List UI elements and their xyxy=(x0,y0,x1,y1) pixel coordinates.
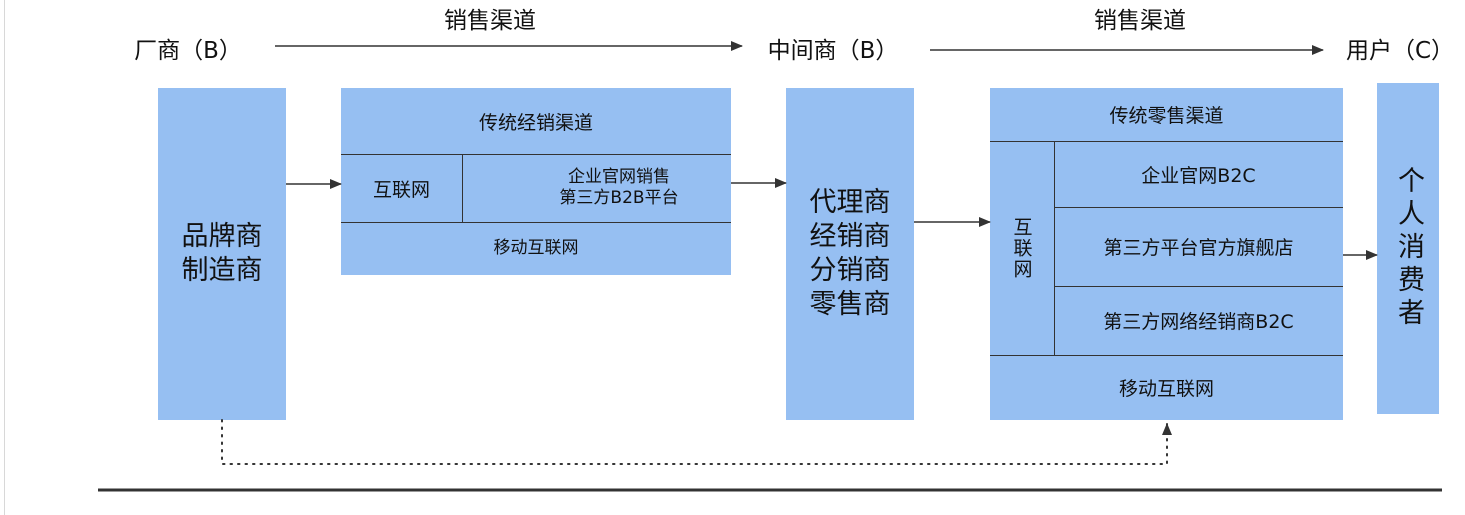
divider xyxy=(1054,141,1055,355)
brand-line: 品牌商 xyxy=(181,221,263,252)
sales-channel-label-2: 销售渠道 xyxy=(1094,8,1186,34)
traditional-retail-channel: 传统零售渠道 xyxy=(1109,105,1224,127)
individual-consumer-box: 个人消费者 xyxy=(1377,83,1439,414)
divider xyxy=(341,222,731,223)
agent-distributor-box: 代理商 经销商 分销商 零售商 xyxy=(786,88,914,420)
manufacturer-label: 厂商（B） xyxy=(134,38,242,64)
enterprise-site-sales: 企业官网销售 xyxy=(568,167,670,187)
divider xyxy=(1054,286,1343,287)
retail-item-flagship-store: 第三方平台官方旗舰店 xyxy=(1103,237,1294,259)
individual-consumer-text: 个人消费者 xyxy=(1393,166,1424,331)
divider xyxy=(990,141,1343,142)
dotted-direct-path xyxy=(221,419,1172,465)
wholesale-internet-label: 互联网 xyxy=(372,178,430,201)
manufacturer-line: 制造商 xyxy=(181,255,263,286)
dealer-line: 经销商 xyxy=(809,221,891,252)
retail-channel-group: 传统零售渠道 互联网 企业官网B2C 第三方平台官方旗舰店 第三方网络经销商B2… xyxy=(990,88,1343,420)
divider xyxy=(341,154,731,155)
user-label: 用户（C） xyxy=(1345,38,1455,64)
traditional-wholesale-channel: 传统经销渠道 xyxy=(478,111,593,134)
retail-internet-label: 互联网 xyxy=(1010,216,1033,280)
divider xyxy=(462,154,463,222)
sales-channel-label-1: 销售渠道 xyxy=(444,8,536,34)
distributor-line: 分销商 xyxy=(809,255,891,286)
page-frame-edge xyxy=(4,0,5,515)
wholesale-mobile-internet: 移动互联网 xyxy=(493,238,579,258)
retail-item-enterprise-b2c: 企业官网B2C xyxy=(1141,164,1256,187)
retail-mobile-internet: 移动互联网 xyxy=(1118,378,1214,400)
middleman-label: 中间商（B） xyxy=(767,38,899,64)
retailer-line: 零售商 xyxy=(809,289,891,320)
third-party-b2b-platform: 第三方B2B平台 xyxy=(559,188,679,208)
wholesale-channel-group: 传统经销渠道 互联网 企业官网销售 第三方B2B平台 移动互联网 xyxy=(341,88,731,275)
agent-line: 代理商 xyxy=(809,187,891,218)
retail-item-online-dealer-b2c: 第三方网络经销商B2C xyxy=(1103,311,1294,333)
divider xyxy=(990,355,1343,356)
brand-manufacturer-box: 品牌商 制造商 xyxy=(158,88,286,420)
divider xyxy=(1054,207,1343,208)
